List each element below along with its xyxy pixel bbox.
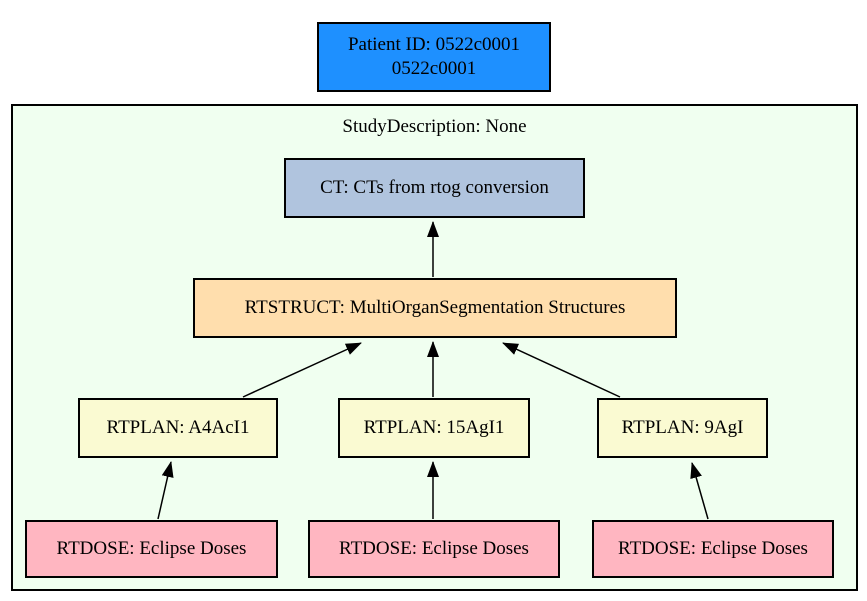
node-ct: CT: CTs from rtog conversion <box>284 158 585 218</box>
study-description-label: StudyDescription: None <box>342 116 527 137</box>
node-rtdose-3: RTDOSE: Eclipse Doses <box>592 520 834 578</box>
patient-id-node: Patient ID: 0522c0001 0522c0001 <box>317 22 551 92</box>
node-rtdose-1: RTDOSE: Eclipse Doses <box>25 520 278 578</box>
node-rtplan-15agi1: RTPLAN: 15AgI1 <box>338 398 530 458</box>
node-rtplan-a4aci1: RTPLAN: A4AcI1 <box>78 398 278 458</box>
patient-id-label-line1: Patient ID: 0522c0001 <box>347 34 521 55</box>
node-rtdose-2: RTDOSE: Eclipse Doses <box>308 520 560 578</box>
node-rtplan-9agi: RTPLAN: 9AgI <box>597 398 768 458</box>
patient-id-label-line2: 0522c0001 <box>391 58 477 79</box>
node-rtstruct: RTSTRUCT: MultiOrganSegmentation Structu… <box>193 278 677 338</box>
